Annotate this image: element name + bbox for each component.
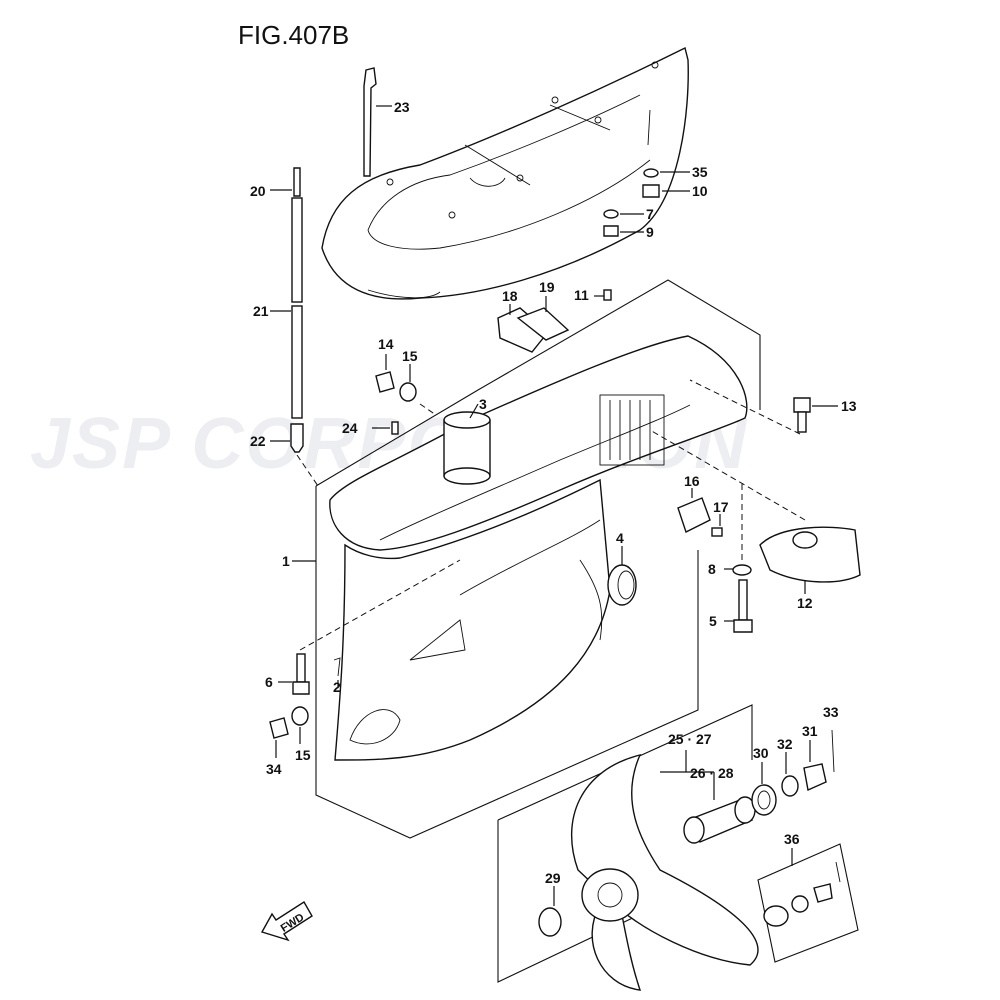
- callout-label: 8: [708, 561, 716, 577]
- part-4-seal[interactable]: [607, 546, 637, 606]
- part-34-15-plug-gasket[interactable]: [269, 706, 309, 758]
- callout-label: 9: [646, 224, 654, 240]
- part-13-bolt[interactable]: [689, 379, 838, 435]
- forward-direction-arrow-icon: FWD: [260, 901, 313, 942]
- callout-label: 6: [265, 674, 273, 690]
- callout-label: 3: [479, 396, 487, 412]
- part-11-plug[interactable]: [603, 289, 612, 301]
- callout-label: 23: [394, 99, 410, 115]
- callout-label: 1: [282, 553, 290, 569]
- callout-label: 12: [797, 595, 813, 611]
- part-36-kit[interactable]: [757, 843, 859, 963]
- part-8-5-bolt-washer[interactable]: [724, 480, 753, 633]
- callout-label: 17: [713, 499, 729, 515]
- callout-label: 10: [692, 183, 708, 199]
- callout-label: 7: [646, 206, 654, 222]
- callout-label: 21: [253, 303, 269, 319]
- figure-title: FIG.407B: [238, 20, 349, 50]
- callout-label: 22: [250, 433, 266, 449]
- callout-labels: 23 20 21 22 35 10 7 9 18 19 11 14 15 3 2…: [250, 99, 857, 886]
- callout-label: 4: [616, 530, 624, 546]
- part-3-housing[interactable]: [443, 403, 491, 485]
- callout-label: 31: [802, 723, 818, 739]
- callout-label: 18: [502, 288, 518, 304]
- upper-cover-part[interactable]: [321, 46, 689, 300]
- callout-label: 11: [574, 287, 589, 303]
- part-16-17-anode[interactable]: [677, 488, 723, 537]
- callout-label: 24: [342, 420, 358, 436]
- part-23-strip[interactable]: [363, 67, 392, 177]
- part-12-trim-tab[interactable]: [649, 429, 861, 594]
- callout-label: 15: [402, 348, 418, 364]
- callout-label: 26 · 28: [690, 765, 734, 781]
- part-35-10-7-9-fasteners[interactable]: [603, 168, 690, 237]
- part-6-2-bolt-pin[interactable]: [278, 559, 461, 695]
- part-30-32-31-33-hardware[interactable]: [751, 729, 835, 816]
- part-29-propeller[interactable]: [538, 753, 759, 991]
- callout-label: 29: [545, 870, 561, 886]
- part-1-gear-case[interactable]: [329, 335, 748, 761]
- callout-label: 13: [841, 398, 857, 414]
- callout-label: 20: [250, 183, 266, 199]
- part-24-pin[interactable]: [391, 421, 399, 435]
- callout-label: 25 · 27: [668, 731, 712, 747]
- part-14-15-plug-gasket[interactable]: [375, 354, 437, 416]
- lower-case-frame: [315, 486, 699, 839]
- callout-label: 15: [295, 747, 311, 763]
- callout-label: 2: [333, 679, 341, 695]
- callout-label: 30: [753, 745, 769, 761]
- callout-label: 33: [823, 704, 839, 720]
- callout-label: 16: [684, 473, 700, 489]
- part-20-21-22-shaft[interactable]: [270, 167, 319, 487]
- callout-label: 34: [266, 761, 282, 777]
- part-18-19-plates[interactable]: [497, 296, 570, 353]
- part-25-28-bushing[interactable]: [660, 750, 756, 844]
- callout-label: 36: [784, 831, 800, 847]
- callout-label: 32: [777, 736, 793, 752]
- callout-label: 5: [709, 613, 717, 629]
- callout-label: 35: [692, 164, 708, 180]
- callout-label: 19: [539, 279, 555, 295]
- callout-label: 14: [378, 336, 394, 352]
